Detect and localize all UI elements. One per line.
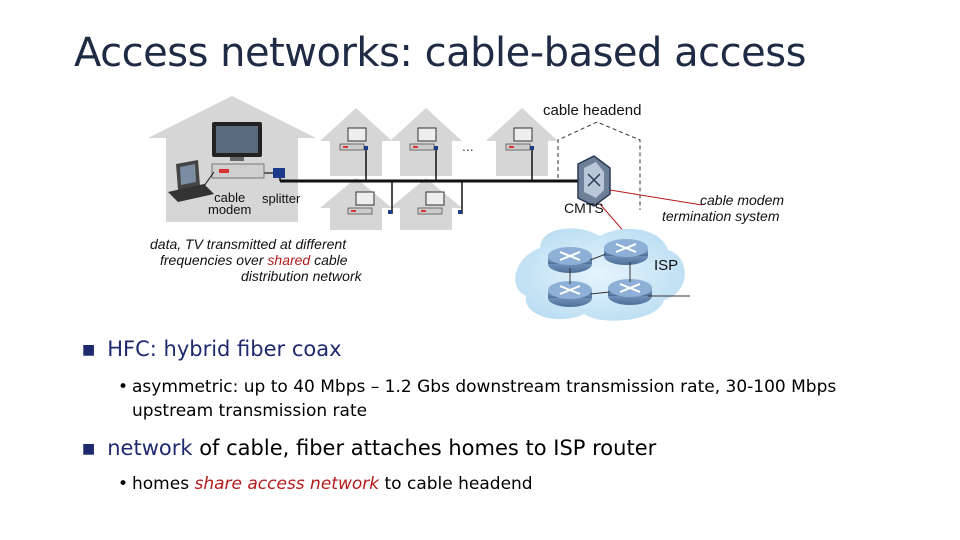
router-icon — [548, 247, 592, 273]
headend-outline — [557, 121, 641, 210]
bullet-network: ■network of cable, fiber attaches homes … — [82, 436, 657, 460]
splitter-label: splitter — [262, 191, 301, 206]
dot-bullet-icon: • — [118, 474, 129, 494]
small-home-icon — [486, 108, 558, 176]
tv-icon — [212, 122, 262, 161]
cmts-pointer-line — [609, 189, 703, 206]
bullet-homes: •homes share access network to cable hea… — [118, 474, 533, 494]
page-title: Access networks: cable-based access — [74, 30, 806, 76]
home-pc-icon — [347, 191, 392, 215]
home-pc-icon — [417, 191, 462, 215]
small-home-icon — [320, 108, 392, 176]
computer-icon — [168, 160, 215, 202]
home-pc-icon — [339, 127, 368, 151]
router-icon — [608, 279, 652, 305]
more-homes-ellipsis: ... — [462, 138, 474, 154]
isp-cloud-icon — [515, 228, 685, 321]
splitter-icon — [273, 168, 285, 178]
cable-headend-label: cable headend — [543, 102, 642, 119]
cmts-icon — [577, 155, 611, 207]
cmts-desc-line1: cable modem — [700, 192, 785, 208]
router-icon — [548, 281, 592, 307]
square-bullet-icon: ■ — [82, 342, 96, 358]
cable-modem-label: cable modem — [208, 190, 252, 217]
caption-shared-word: shared — [267, 252, 311, 268]
cmts-label: CMTS — [564, 200, 604, 216]
square-bullet-icon: ■ — [82, 441, 96, 457]
router-icon — [604, 239, 648, 265]
caption-line3: distribution network — [241, 268, 362, 284]
cmts-desc-line2: termination system — [662, 208, 780, 224]
small-home-icon — [390, 108, 462, 176]
caption-line1: data, TV transmitted at different — [150, 236, 347, 252]
bullet-asymmetric: •asymmetric: up to 40 Mbps – 1.2 Gbs dow… — [118, 377, 837, 421]
dot-bullet-icon: • — [118, 377, 129, 397]
isp-label: ISP — [654, 257, 679, 274]
home-pc-icon — [409, 127, 438, 151]
cable-access-diagram — [148, 96, 703, 321]
caption-line2: frequencies over shared cable — [160, 252, 348, 268]
home-pc-icon — [505, 127, 534, 151]
bullet-hfc: ■HFC: hybrid fiber coax — [82, 337, 342, 361]
cable-modem-icon — [211, 163, 265, 179]
